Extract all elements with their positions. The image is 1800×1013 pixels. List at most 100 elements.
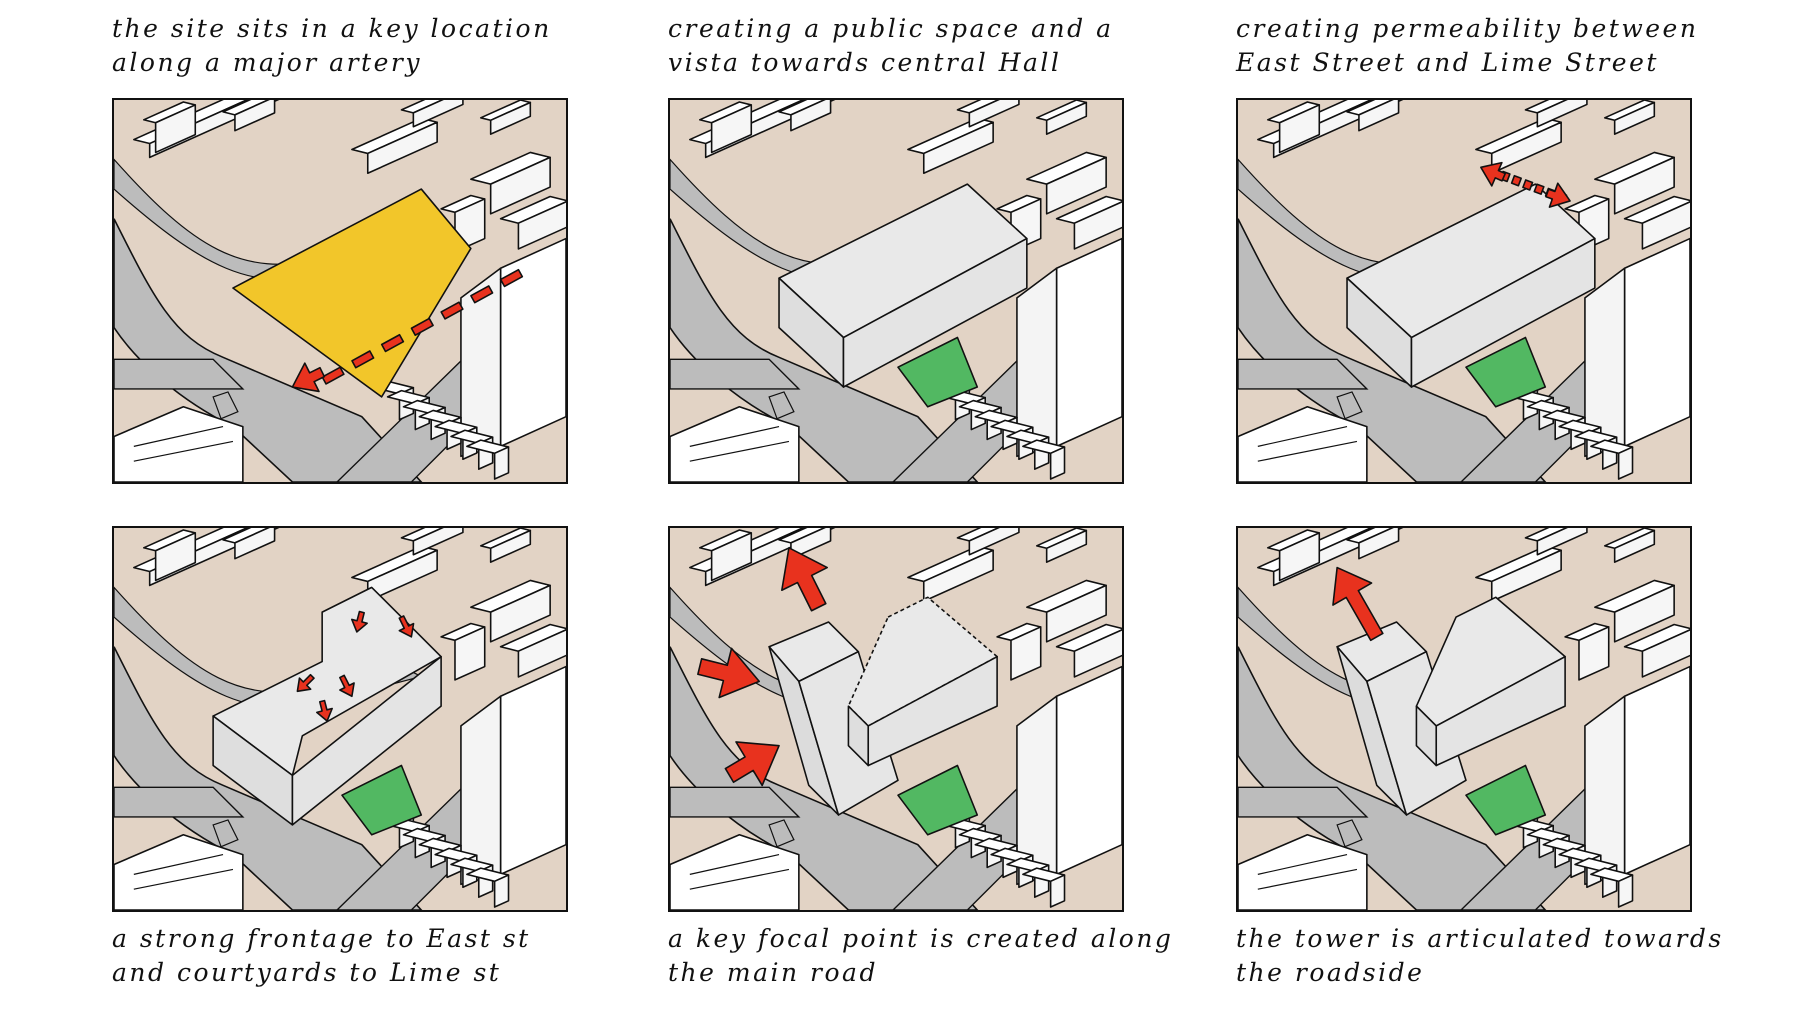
east-cluster-3-face <box>1578 626 1610 681</box>
diagram-svg-5 <box>670 528 1122 910</box>
permeability-arrow-dash <box>1533 183 1545 195</box>
terrace-north-face <box>148 100 280 159</box>
caption-5: a key focal point is created along the m… <box>668 922 1173 990</box>
caption-2-line-2: vista towards central Hall <box>668 48 1062 77</box>
building-top-1-top <box>222 528 270 544</box>
east-cluster-2-face <box>1073 628 1122 678</box>
east-cluster-1-face <box>1045 584 1107 643</box>
east-tower-face <box>1055 237 1122 448</box>
building-top-3-face <box>412 100 464 128</box>
diagram-svg-1 <box>114 100 566 482</box>
east-cluster-1-face <box>489 156 551 215</box>
terrace-north-face <box>148 528 280 587</box>
landmark-detail <box>1257 391 1363 462</box>
side-road <box>670 786 801 818</box>
caption-3: creating permeability between East Stree… <box>1236 12 1698 80</box>
building-top-1-top <box>778 100 826 116</box>
caption-5-line-2: the main road <box>668 958 878 987</box>
main-road <box>114 218 423 482</box>
diagram-svg-6 <box>1238 528 1690 910</box>
courtyard-arrow-2 <box>398 615 415 638</box>
east-cluster-2-top <box>1623 623 1690 653</box>
caption-3-line-2: East Street and Lime Street <box>1236 48 1659 77</box>
side-road <box>114 358 245 390</box>
caption-3-line-1: creating permeability between <box>1236 14 1699 43</box>
courtyard-arrow-3 <box>296 673 315 693</box>
east-cluster-3-face <box>1010 626 1042 681</box>
building-top-4-face <box>1045 101 1088 135</box>
terrace-wing-face <box>710 532 753 582</box>
terrace-north-face <box>1272 528 1404 587</box>
building-top-3-face <box>1536 100 1588 128</box>
south-terrace-6-face <box>1049 446 1066 480</box>
diagram-group <box>1238 100 1690 482</box>
building-top-4-face <box>1613 529 1656 563</box>
landmark-building <box>670 405 800 482</box>
building-top-2-face <box>366 121 438 175</box>
permeability-arrow-dash <box>1510 174 1522 187</box>
caption-6-line-2: the roadside <box>1236 958 1425 987</box>
terrace-north-face <box>704 100 836 159</box>
diagram-svg-4 <box>114 528 566 910</box>
east-cluster-1-face <box>1613 584 1675 643</box>
diagram-panel-3 <box>1236 98 1692 484</box>
east-cluster-2-top <box>1623 195 1690 225</box>
main-road <box>1238 218 1547 482</box>
courtyard-block-south <box>291 655 442 826</box>
diagram-panel-4 <box>112 526 568 912</box>
south-terrace-6-face <box>1049 874 1066 908</box>
building-top-1-top <box>778 528 826 544</box>
side-road <box>670 358 801 390</box>
main-road <box>670 646 979 910</box>
tower-arrow <box>1332 566 1384 642</box>
public-square <box>897 336 979 408</box>
diagram-panel-2 <box>668 98 1124 484</box>
south-terrace-6-face <box>493 874 510 908</box>
building-top-3-top <box>400 528 444 542</box>
building-top-1-face <box>1358 100 1400 132</box>
caption-5-line-1: a key focal point is created along <box>668 924 1174 953</box>
public-square <box>1465 336 1547 408</box>
building-top-1-face <box>234 100 276 132</box>
diagram-svg-3 <box>1238 100 1690 482</box>
side-road <box>1238 358 1369 390</box>
east-cluster-2-top <box>1055 623 1122 653</box>
diagram-group <box>670 528 1122 910</box>
permeability-head-1 <box>1480 161 1507 187</box>
landmark-detail <box>133 819 239 890</box>
south-terrace-6-face <box>493 446 510 480</box>
public-square <box>341 764 423 836</box>
east-tower-face <box>499 665 566 876</box>
landmark-building <box>114 833 244 910</box>
building-top-3-top <box>1524 100 1568 114</box>
east-tower-face <box>1623 665 1690 876</box>
east-cluster-2-face <box>517 200 566 250</box>
building-top-1-face <box>234 528 276 560</box>
building-top-1-top <box>1346 528 1394 544</box>
building-top-4-face <box>1045 529 1088 563</box>
vista-arrow-dash <box>470 285 494 304</box>
lower-block-south <box>1435 655 1566 767</box>
caption-1: the site sits in a key location along a … <box>112 12 552 80</box>
permeability-arrow-dash <box>1522 179 1534 191</box>
vista-arrow-dash <box>321 366 345 385</box>
south-terrace-6-face <box>1617 446 1634 480</box>
diagram-panel-5 <box>668 526 1124 912</box>
vista-arrow-dash <box>380 333 405 353</box>
terrace-wing-face <box>1278 104 1321 154</box>
building-top-3-top <box>1524 528 1568 542</box>
east-cluster-2-top <box>499 623 566 653</box>
east-cluster-2-top <box>499 195 566 225</box>
east-cluster-3-face <box>454 626 486 681</box>
lower-block-south <box>867 655 998 767</box>
building-top-4-face <box>1613 101 1656 135</box>
terrace-north-face <box>704 528 836 587</box>
terrace-wing-face <box>154 532 197 582</box>
terrace-wing-face <box>710 104 753 154</box>
landmark-building <box>670 833 800 910</box>
vista-arrow-dash <box>440 301 464 320</box>
east-cluster-2-face <box>1641 628 1690 678</box>
terrace-north-face <box>1272 100 1404 159</box>
caption-6: the tower is articulated towards the roa… <box>1236 922 1724 990</box>
landmark-building <box>114 405 244 482</box>
